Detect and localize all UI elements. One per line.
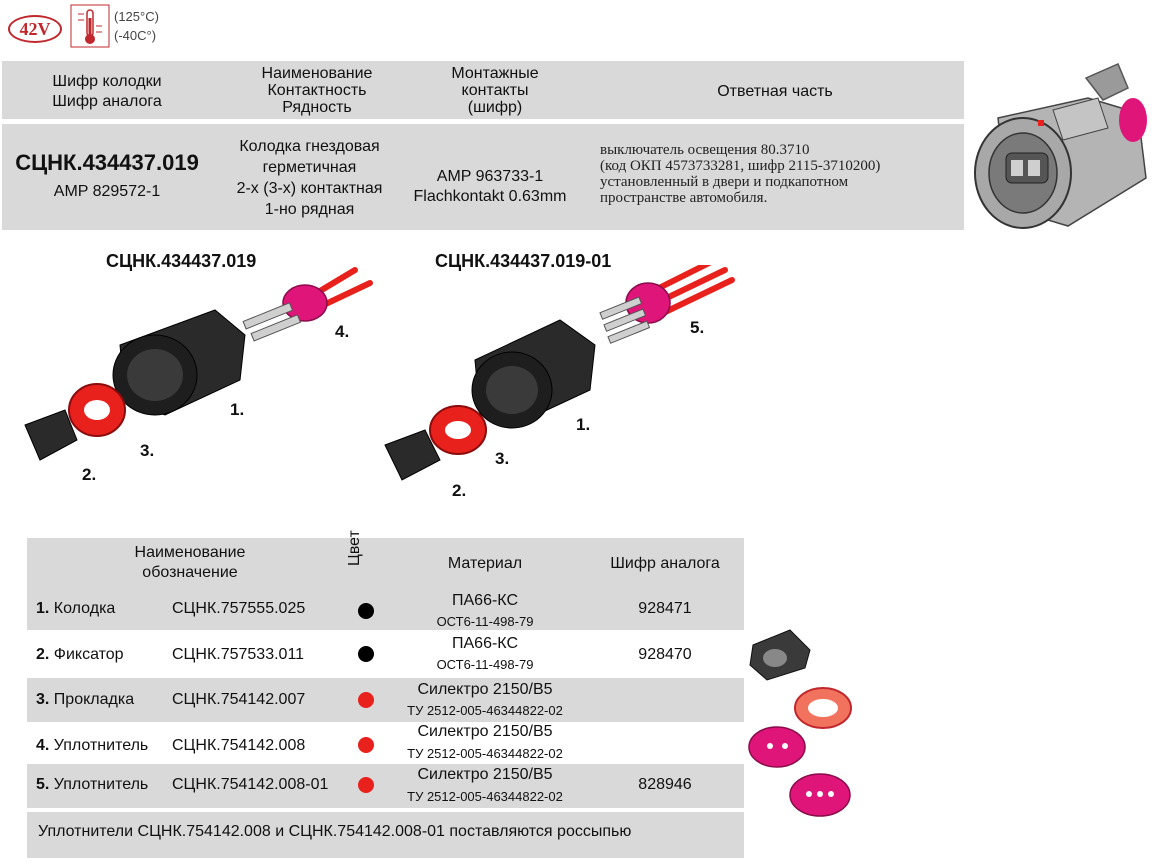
header-contacts-count-line: Контактность bbox=[267, 82, 367, 99]
color-dot bbox=[358, 777, 374, 793]
parts-footnote: Уплотнители СЦНК.754142.008 и СЦНК.75414… bbox=[38, 823, 632, 840]
connector-code: СЦНК.434437.019 bbox=[15, 150, 199, 175]
row-num: 5. bbox=[36, 776, 50, 793]
label-1: 1. bbox=[230, 400, 245, 419]
parts-row bbox=[27, 764, 744, 808]
top-table-row bbox=[2, 124, 964, 230]
header-mating: Ответная часть bbox=[717, 83, 833, 100]
parts-row bbox=[27, 586, 744, 630]
assembly-title-1: СЦНК.434437.019 bbox=[106, 251, 257, 271]
row-code: СЦНК.757533.011 bbox=[172, 646, 305, 663]
header-contacts-line3: (шифр) bbox=[467, 99, 523, 116]
mating-line: выключатель освещения 80.3710 bbox=[600, 142, 810, 158]
row-material-std: ТУ 2512-005-46344822-02 bbox=[407, 789, 563, 804]
color-dot bbox=[358, 737, 374, 753]
assembly-illustration-1 bbox=[24, 267, 373, 461]
temp-high: (125°C) bbox=[114, 9, 159, 24]
label-2b: 2. bbox=[452, 481, 467, 500]
header-contacts-line1: Монтажные bbox=[451, 65, 539, 82]
color-dot bbox=[358, 603, 374, 619]
row-analog: 928471 bbox=[638, 600, 692, 617]
row-material-std: ОСТ6-11-498-79 bbox=[436, 657, 534, 672]
row-name: Уплотнитель bbox=[53, 776, 149, 793]
name-line: герметичная bbox=[262, 159, 357, 176]
parts-header-material: Материал bbox=[447, 555, 523, 572]
parts-row-label: 2. Фиксатор bbox=[36, 646, 124, 664]
top-table-header bbox=[2, 61, 964, 119]
row-material-std: ТУ 2512-005-46344822-02 bbox=[407, 746, 563, 761]
row-code: СЦНК.754142.008 bbox=[172, 737, 306, 754]
row-num: 3. bbox=[36, 691, 50, 708]
row-name: Колодка bbox=[53, 600, 116, 617]
color-dot bbox=[358, 692, 374, 708]
parts-footnote-row bbox=[27, 812, 744, 858]
row-material: ПА66-КС bbox=[452, 592, 518, 609]
connector-photo bbox=[968, 58, 1164, 234]
label-2: 2. bbox=[82, 465, 97, 484]
row-name: Фиксатор bbox=[53, 646, 124, 663]
temp-low: (-40C°) bbox=[114, 28, 157, 43]
header-analog-line: Шифр аналога bbox=[52, 93, 162, 110]
row-code: СЦНК.754142.008-01 bbox=[172, 776, 329, 793]
mating-line: установленный в двери и подкапотном bbox=[600, 174, 849, 190]
parts-row-label: 5. Уплотнитель bbox=[36, 776, 148, 794]
header-rows-line: Рядность bbox=[282, 99, 352, 116]
voltage-badge: 42V bbox=[8, 15, 62, 43]
label-3: 3. bbox=[140, 441, 155, 460]
parts-table-header bbox=[27, 538, 744, 586]
row-material: Силектро 2150/В5 bbox=[417, 723, 553, 740]
header-name-line: Наименование bbox=[261, 65, 373, 82]
row-material: Силектро 2150/В5 bbox=[417, 766, 553, 783]
parts-header-name: Наименование обозначение bbox=[80, 543, 300, 583]
parts-header-color: Цвет bbox=[346, 530, 363, 566]
connector-contacts: AMP 963733-1 Flachkontakt 0.63mm bbox=[400, 167, 580, 207]
connector-name: Колодка гнездовая герметичная 2-х (3-х) … bbox=[212, 136, 407, 220]
label-1b: 1. bbox=[576, 415, 591, 434]
row-num: 2. bbox=[36, 646, 50, 663]
row-analog: 928470 bbox=[638, 646, 692, 663]
contacts-line: Flachkontakt 0.63mm bbox=[413, 188, 567, 205]
mating-line: (код ОКП 4573733281, шифр 2115-3710200) bbox=[600, 158, 881, 174]
label-3b: 3. bbox=[495, 449, 510, 468]
name-line: Колодка гнездовая bbox=[239, 138, 380, 155]
assembly-title-2: СЦНК.434437.019-01 bbox=[435, 251, 612, 271]
header-contacts: Монтажные контакты (шифр) bbox=[410, 65, 580, 116]
connector-analog: AMP 829572-1 bbox=[53, 183, 161, 200]
row-num: 1. bbox=[36, 600, 50, 617]
header-name: Наименование Контактность Рядность bbox=[222, 65, 412, 116]
row-material: ПА66-КС bbox=[452, 635, 518, 652]
parts-header-analog: Шифр аналога bbox=[610, 555, 720, 572]
header-code: Шифр колодки Шифр аналога bbox=[2, 73, 212, 110]
name-line: 2-х (3-х) контактная bbox=[236, 180, 383, 197]
contacts-line: AMP 963733-1 bbox=[436, 168, 544, 185]
parts-row bbox=[27, 678, 744, 722]
header-code-line: Шифр колодки bbox=[52, 73, 162, 90]
color-dot bbox=[358, 646, 374, 662]
name-line: 1-но рядная bbox=[264, 201, 355, 218]
row-num: 4. bbox=[36, 737, 50, 754]
mating-description: выключатель освещения 80.3710 (код ОКП 4… bbox=[600, 142, 960, 206]
parts-header-code-line: обозначение bbox=[142, 564, 238, 581]
row-material-std: ОСТ6-11-498-79 bbox=[436, 614, 534, 629]
row-analog: 828946 bbox=[638, 776, 692, 793]
parts-icons bbox=[748, 629, 852, 817]
parts-row-label: 3. Прокладка bbox=[36, 691, 134, 709]
row-name: Прокладка bbox=[53, 691, 135, 708]
thermometer-icon bbox=[70, 4, 110, 48]
parts-header-name-line: Наименование bbox=[134, 544, 246, 561]
parts-row-label: 1. Колодка bbox=[36, 600, 115, 618]
row-name: Уплотнитель bbox=[53, 737, 149, 754]
mating-line: пространстве автомобиля. bbox=[600, 190, 768, 206]
label-5: 5. bbox=[690, 318, 705, 337]
header-contacts-line2: контакты bbox=[461, 82, 529, 99]
row-code: СЦНК.757555.025 bbox=[172, 600, 306, 617]
row-material-std: ТУ 2512-005-46344822-02 bbox=[407, 703, 563, 718]
row-material: Силектро 2150/В5 bbox=[417, 681, 553, 698]
label-4: 4. bbox=[335, 322, 350, 341]
assembly-illustration-2 bbox=[384, 265, 735, 481]
parts-row-label: 4. Уплотнитель bbox=[36, 737, 148, 755]
row-code: СЦНК.754142.007 bbox=[172, 691, 306, 708]
